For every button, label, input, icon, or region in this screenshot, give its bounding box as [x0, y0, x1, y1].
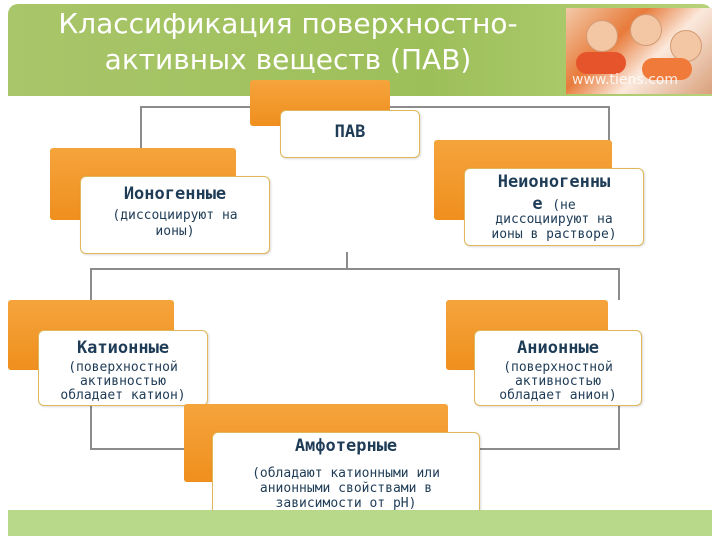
nonionic-node-note-0: (не — [552, 198, 576, 213]
ionic-node-box — [80, 176, 270, 254]
anionic-node-box — [474, 330, 642, 406]
connector-left-drop — [140, 106, 142, 148]
connector-mid — [90, 268, 620, 270]
person-shirt — [576, 52, 626, 74]
connector-mid-left — [90, 268, 92, 304]
anionic-node-note-1: (поверхностной — [503, 360, 613, 375]
title-line-1: Классификация поверхностно- — [58, 7, 518, 40]
root-node-label: ПАВ — [334, 122, 366, 142]
cationic-node-box — [38, 330, 208, 406]
header-photo — [566, 8, 712, 94]
ionic-node-label: Ионогенные — [123, 184, 227, 204]
anionic-node-note-3: обладает анион) — [499, 388, 617, 403]
connector-mid-up — [346, 252, 348, 270]
cationic-node-note-1: (поверхностной — [68, 360, 178, 375]
amphoteric-node-note-3: зависимости от рН) — [275, 496, 417, 511]
cationic-node-note-3: обладает катион) — [60, 388, 186, 403]
person-face — [586, 20, 618, 52]
nonionic-node-box — [464, 168, 644, 246]
amphoteric-node-label: Амфотерные — [294, 436, 398, 456]
amphoteric-node-box — [212, 432, 480, 516]
nonionic-node-label-1: Неионогенны — [497, 172, 611, 192]
amphoteric-node-note-1: (обладают катионными или — [252, 466, 440, 481]
slide-title: Классификация поверхностно- активных вещ… — [8, 6, 568, 78]
cationic-node-label: Катионные — [76, 338, 170, 358]
person-shirt — [642, 58, 692, 80]
nonionic-node-note-2: ионы в растворе) — [491, 227, 617, 242]
anionic-node-label: Анионные — [517, 338, 599, 358]
amphoteric-node-note-2: анионными свойствами в — [259, 481, 433, 496]
watermark-text: www.tiens.com — [572, 72, 679, 88]
person-face — [630, 14, 662, 46]
nonionic-node-note-1: диссоциируют на — [495, 212, 613, 227]
ionic-node-note-1: (диссоциируют на — [112, 208, 238, 223]
anionic-node-note-2: активностью — [514, 374, 602, 389]
nonionic-node-label-2: е (не — [464, 194, 644, 214]
connector-mid-right — [618, 268, 620, 300]
connector-right-drop — [608, 106, 610, 142]
footer-band — [8, 510, 712, 536]
nonionic-node-label-2-text: е — [532, 194, 543, 214]
connector-bottom-right — [618, 404, 620, 450]
connector-bottom-left-h — [90, 448, 210, 450]
ionic-node-note-2: ионы) — [155, 224, 195, 239]
title-line-2: активных веществ (ПАВ) — [104, 43, 472, 76]
connector-bottom-right-h — [478, 448, 620, 450]
cationic-node-note-2: активностью — [79, 374, 167, 389]
connector-bottom-left — [90, 404, 92, 450]
root-node-box — [280, 110, 420, 158]
